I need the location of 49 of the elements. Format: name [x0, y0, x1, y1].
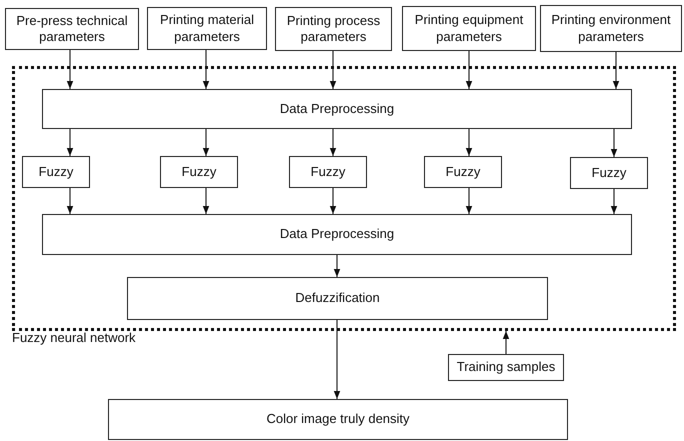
arrow: [202, 50, 210, 90]
process-box: [127, 277, 548, 320]
arrow: [330, 128, 336, 156]
box-label: Training samples: [456, 359, 556, 376]
process-box: [108, 399, 568, 440]
box-label: Fuzzy: [38, 164, 74, 180]
arrow: [202, 128, 210, 156]
process-box: [160, 156, 238, 188]
process-box: [570, 157, 648, 189]
box-label: Printing process parameters: [286, 12, 382, 46]
box-label: Fuzzy: [310, 164, 346, 180]
arrow: [466, 128, 472, 156]
process-box: [448, 354, 564, 381]
region-label: Fuzzy neural network: [12, 330, 136, 346]
process-box: [540, 5, 682, 52]
process-box: [147, 7, 267, 50]
arrow: [610, 128, 618, 158]
box-label: Data Preprocessing: [280, 226, 394, 243]
arrow: [466, 188, 472, 214]
process-box: [289, 156, 367, 188]
arrow: [502, 330, 510, 354]
box-label: Printing environment parameters: [550, 12, 672, 45]
box-label: Fuzzy: [592, 164, 626, 182]
process-box: [275, 7, 392, 51]
arrow: [334, 320, 340, 400]
arrow: [612, 52, 620, 90]
box-label: Data Preprocessing: [280, 100, 394, 118]
box-label: Fuzzy: [182, 164, 216, 180]
box-label: Fuzzy: [446, 164, 480, 180]
process-box: [424, 156, 502, 188]
arrow: [330, 50, 336, 90]
arrow: [202, 188, 210, 214]
arrow: [334, 254, 340, 278]
process-box: [402, 6, 536, 51]
box-label: Defuzzification: [295, 290, 380, 307]
process-box: [42, 89, 632, 129]
arrow: [330, 188, 336, 214]
arrow: [466, 50, 472, 90]
process-box: [22, 156, 90, 188]
arrow: [66, 128, 74, 156]
box-label: Printing material parameters: [159, 12, 255, 45]
box-label: Color image truly density: [266, 411, 410, 428]
box-label: Printing equipment parameters: [414, 12, 524, 45]
process-box: [42, 214, 632, 255]
process-box: [5, 8, 139, 50]
arrow: [66, 50, 74, 90]
arrow: [610, 188, 618, 214]
arrow: [66, 188, 74, 214]
box-label: Pre-press technical parameters: [15, 12, 129, 46]
